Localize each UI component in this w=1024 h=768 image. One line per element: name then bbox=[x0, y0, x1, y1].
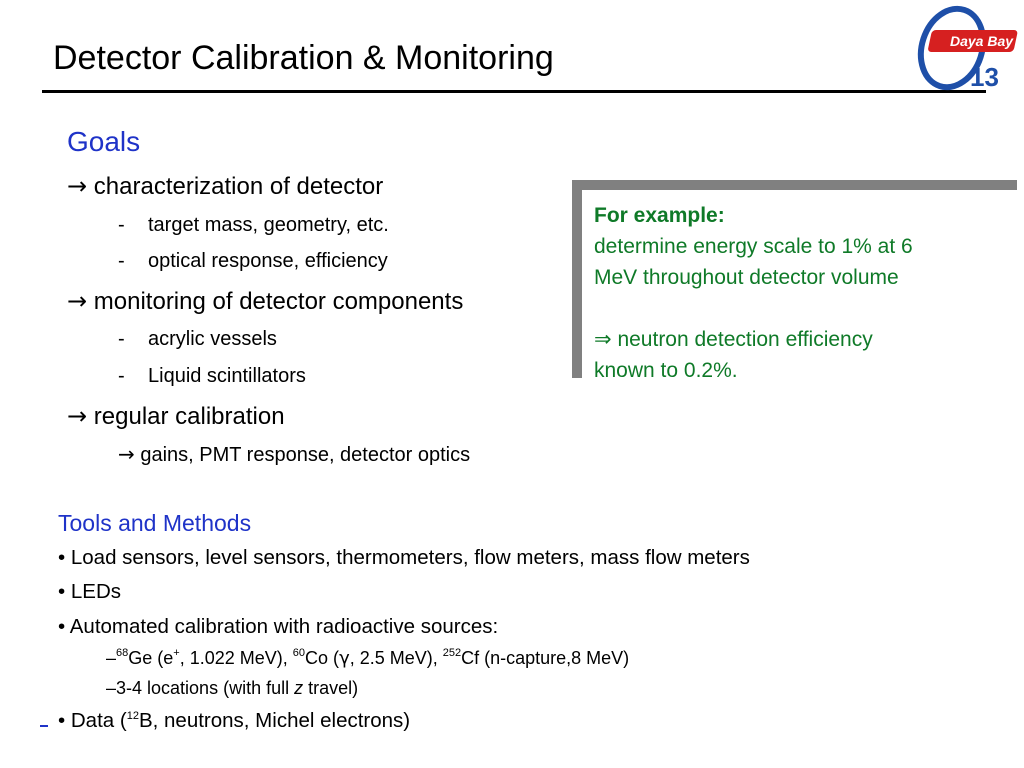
implies-arrow-icon: ⇒ bbox=[594, 327, 612, 351]
footer-dash bbox=[40, 725, 48, 727]
goal-item-characterization: → characterization of detector bbox=[67, 172, 384, 200]
tools-bullet: • Load sensors, level sensors, thermomet… bbox=[58, 546, 750, 569]
tools-bullet: • LEDs bbox=[58, 580, 122, 603]
goal-item-calibration: → regular calibration bbox=[67, 402, 285, 430]
goal-item-monitoring: → monitoring of detector components bbox=[67, 287, 464, 315]
goal-sub-item: -target mass, geometry, etc. bbox=[118, 214, 389, 236]
callout-line: determine energy scale to 1% at 6 bbox=[594, 235, 913, 258]
right-arrow-icon: → bbox=[67, 172, 88, 200]
theta13-logo-icon: Daya Bay 13 bbox=[917, 5, 1018, 92]
goal-sub-item: -acrylic vessels bbox=[118, 328, 277, 350]
logo-text: Daya Bay bbox=[950, 33, 1014, 49]
callout-title: For example: bbox=[594, 204, 725, 227]
right-arrow-icon: → bbox=[67, 402, 88, 430]
example-callout: For example: determine energy scale to 1… bbox=[572, 180, 1017, 382]
goal-sub-item: → gains, PMT response, detector optics bbox=[118, 442, 471, 466]
goal-sub-item: -optical response, efficiency bbox=[118, 250, 388, 272]
callout-line: known to 0.2%. bbox=[594, 359, 738, 382]
callout-shadow bbox=[572, 180, 1017, 190]
daya-bay-logo: Daya Bay 13 bbox=[908, 2, 1024, 98]
sources-line: –68Ge (e+, 1.022 MeV), 60Co (γ, 2.5 MeV)… bbox=[106, 647, 630, 670]
logo-number: 13 bbox=[970, 62, 999, 92]
tools-bullet: • Automated calibration with radioactive… bbox=[58, 615, 499, 638]
tools-bullet: • Data (12B, neutrons, Michel electrons) bbox=[58, 709, 411, 732]
title-divider bbox=[42, 90, 986, 93]
goals-heading: Goals bbox=[67, 126, 141, 157]
gamma-symbol: γ bbox=[339, 648, 350, 669]
goal-sub-item: -Liquid scintillators bbox=[118, 365, 306, 387]
locations-line: –3-4 locations (with full z travel) bbox=[106, 678, 359, 698]
page-title: Detector Calibration & Monitoring bbox=[53, 39, 554, 77]
right-arrow-icon: → bbox=[67, 287, 88, 315]
callout-line: ⇒ neutron detection efficiency bbox=[594, 327, 873, 351]
callout-text: For example: determine energy scale to 1… bbox=[594, 200, 913, 386]
tools-heading: Tools and Methods bbox=[58, 510, 252, 536]
callout-line: MeV throughout detector volume bbox=[594, 266, 899, 289]
right-arrow-icon: → bbox=[118, 442, 135, 466]
callout-shadow bbox=[572, 180, 582, 378]
